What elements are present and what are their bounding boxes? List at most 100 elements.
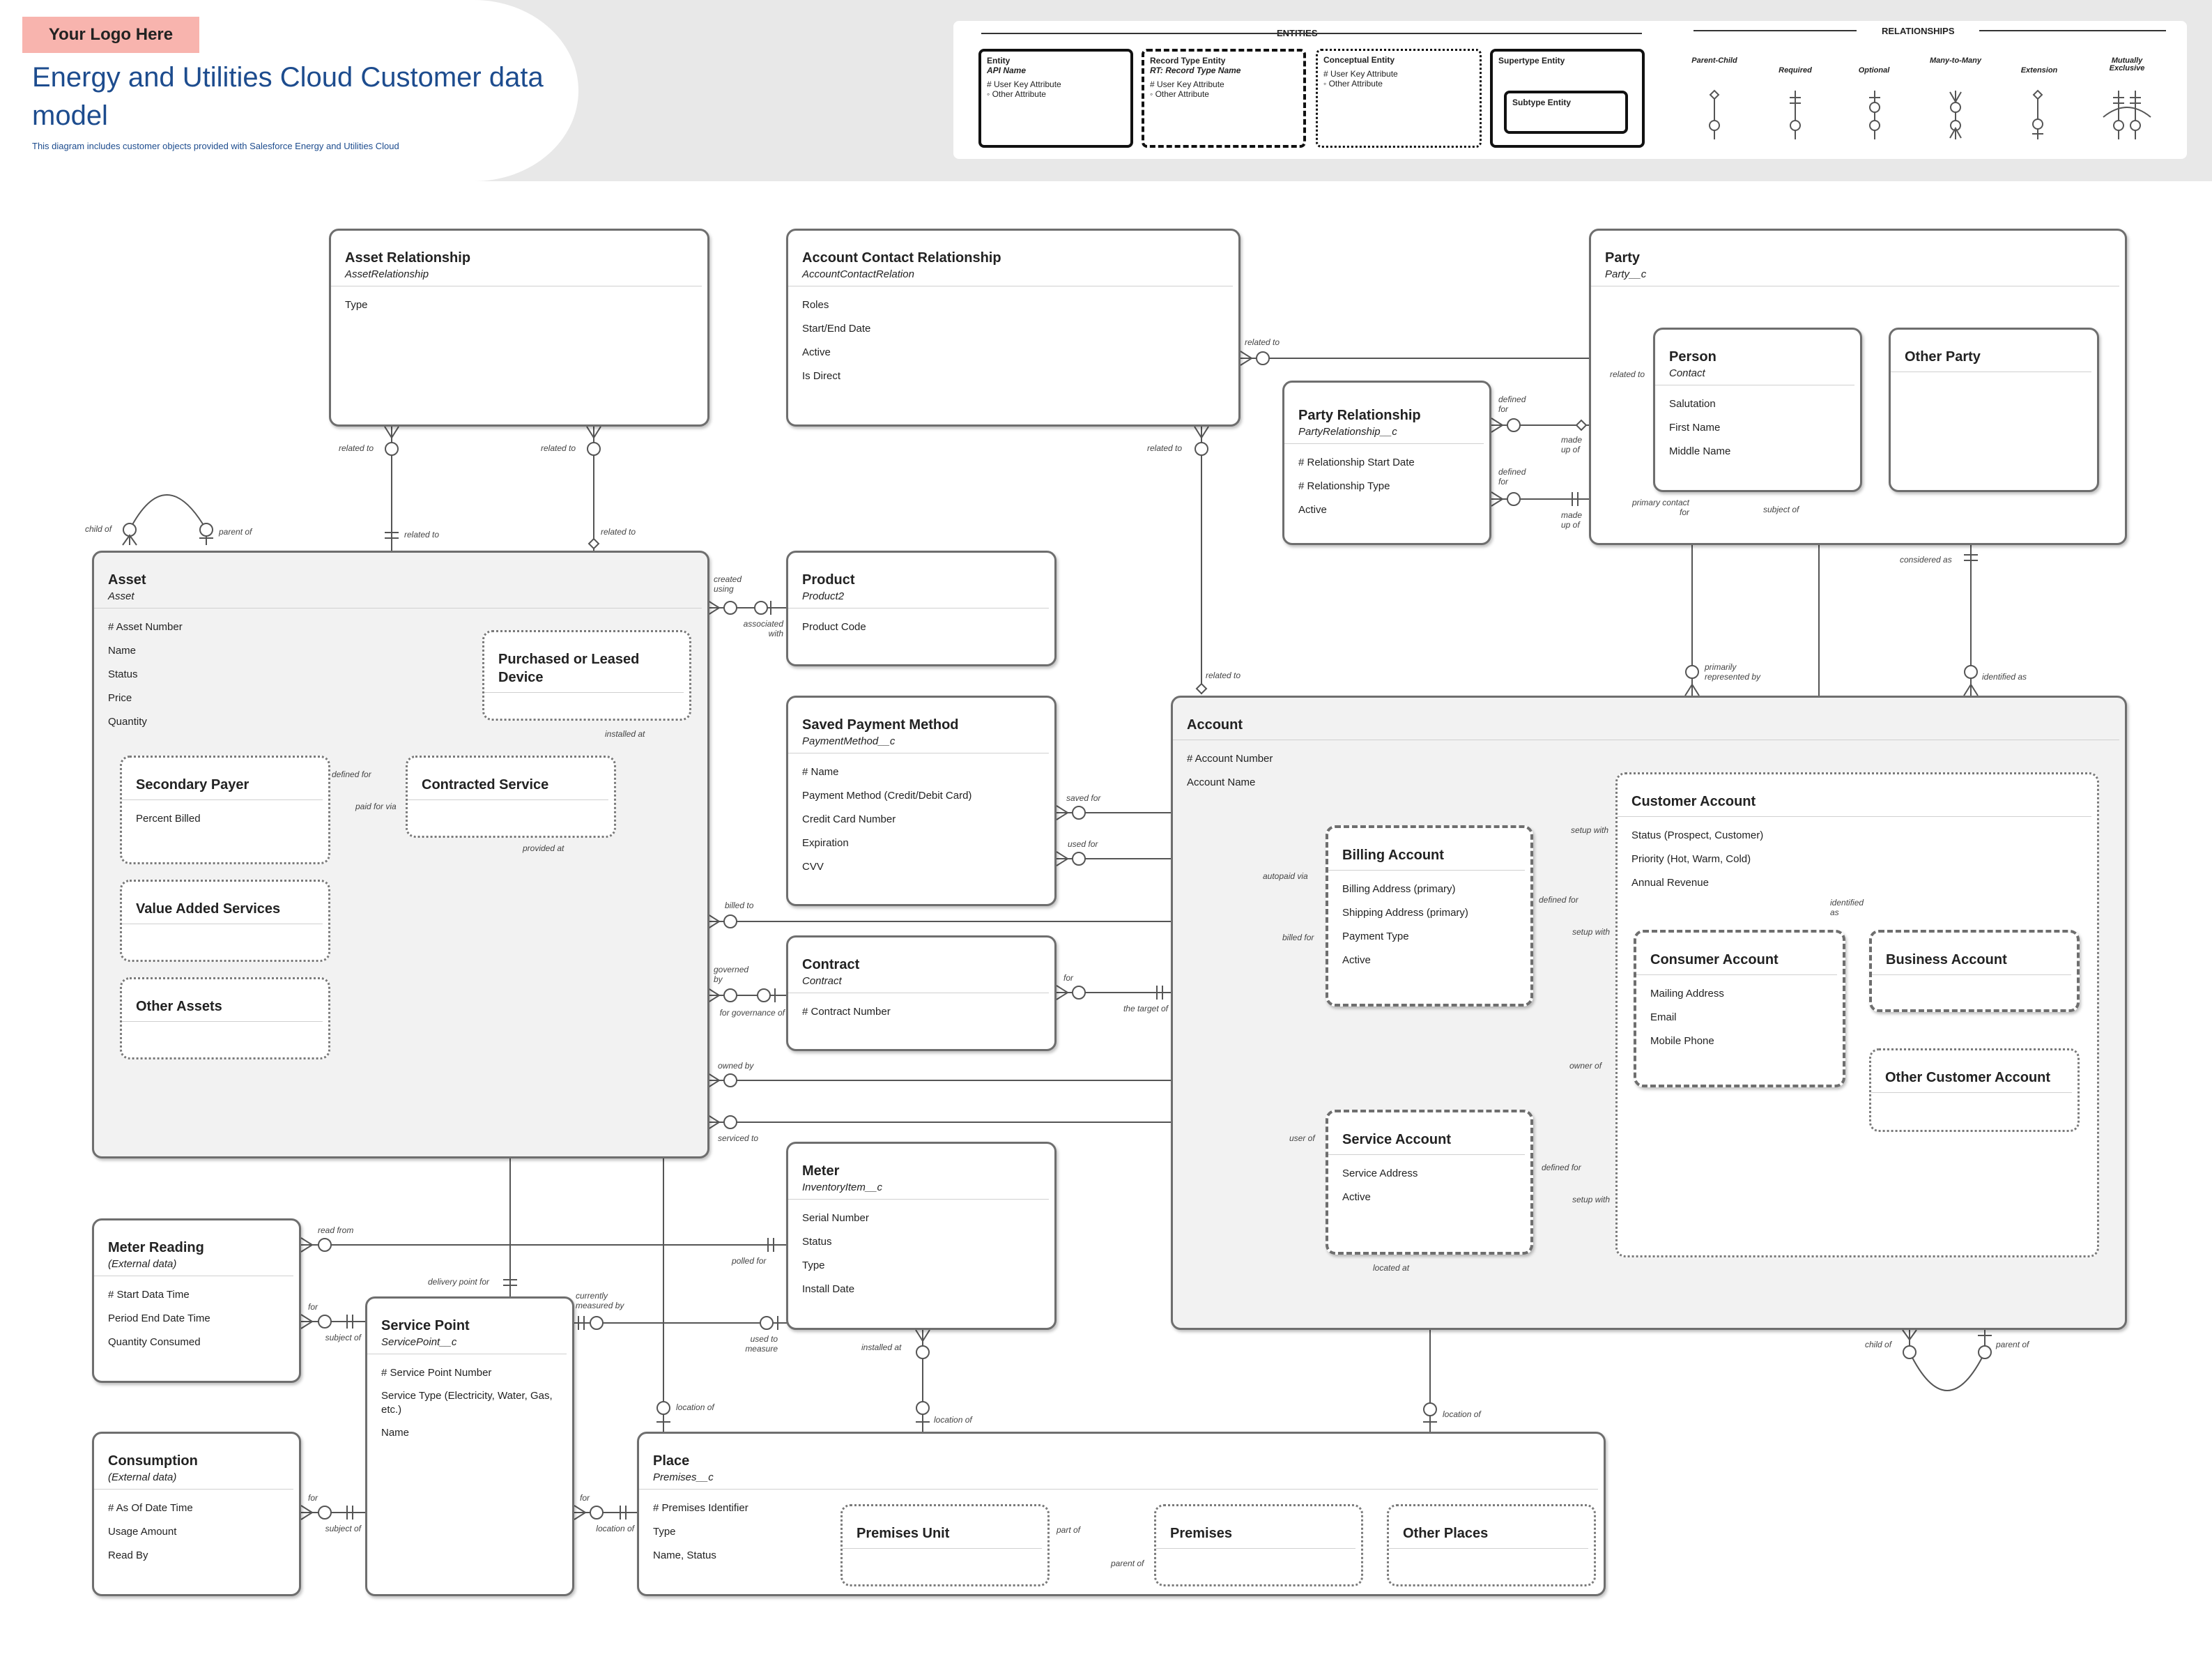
entity-attr: Read By: [108, 1549, 148, 1561]
entity-api: PaymentMethod__c: [802, 735, 896, 747]
entity-attr: Active: [1298, 504, 1327, 516]
entity-purchased-device[interactable]: Purchased or Leased Device: [482, 630, 691, 721]
entity-attr: Name: [108, 645, 137, 657]
entity-attr: Mobile Phone: [1650, 1035, 1714, 1047]
entity-name: Contract: [802, 957, 860, 972]
rel-label: read from: [318, 1225, 354, 1235]
entity-name: Account: [1187, 717, 1243, 733]
rel-label: located at: [1373, 1263, 1410, 1273]
entity-other-customer-account[interactable]: Other Customer Account: [1869, 1048, 2080, 1132]
rel-label: polled for: [732, 1256, 767, 1266]
entity-attr: Salutation: [1669, 398, 1716, 410]
entity-name: Purchased or Leased Device: [498, 652, 640, 685]
rel-label: location of: [676, 1402, 714, 1412]
entity-attr: Annual Revenue: [1631, 877, 1709, 889]
rel-label: related to: [339, 443, 374, 453]
entity-business-account[interactable]: Business Account: [1869, 930, 2080, 1012]
entity-name: Consumption: [108, 1453, 198, 1469]
entity-attr: Account Name: [1187, 776, 1256, 788]
rel-label: related to: [1610, 369, 1645, 379]
rel-label: related to: [1147, 443, 1183, 453]
rel-label: related to: [404, 530, 440, 539]
entity-attr: Name, Status: [653, 1549, 716, 1561]
entity-attr: Status: [802, 1236, 832, 1248]
entity-attr: Usage Amount: [108, 1526, 177, 1538]
legend-rel-parent-child: Parent-Child: [1691, 56, 1737, 65]
entity-api: Premises__c: [653, 1471, 714, 1483]
entity-attr: Type: [345, 299, 368, 311]
rel-label: user of: [1289, 1133, 1315, 1143]
entity-consumption[interactable]: Consumption(External data) # As Of Date …: [92, 1432, 301, 1596]
rel-label: currently measured by: [576, 1291, 624, 1310]
entity-other-party[interactable]: Other Party: [1889, 328, 2099, 492]
entity-attr: Period End Date Time: [108, 1312, 210, 1324]
entity-name: Service Point: [381, 1318, 470, 1333]
entity-name: Person: [1669, 349, 1716, 365]
entity-attr: Active: [1342, 954, 1371, 966]
legend-ce-name: Conceptual Entity: [1323, 55, 1395, 65]
rel-label: owner of: [1569, 1061, 1602, 1071]
entity-attr: Status (Prospect, Customer): [1631, 829, 1764, 841]
entity-premises-unit[interactable]: Premises Unit: [840, 1504, 1050, 1586]
entity-name: Value Added Services: [136, 901, 281, 917]
entity-attr: Active: [802, 346, 831, 358]
entity-name: Meter: [802, 1163, 840, 1179]
entity-service-account[interactable]: Service Account Service Address Active: [1326, 1110, 1533, 1255]
rel-label: considered as: [1900, 555, 1952, 565]
entity-secondary-payer[interactable]: Secondary Payer Percent Billed: [120, 756, 330, 864]
entity-attr: Priority (Hot, Warm, Cold): [1631, 853, 1751, 865]
entity-name: Other Customer Account: [1885, 1070, 2051, 1085]
legend-supertype: Supertype Entity Subtype Entity: [1490, 49, 1645, 148]
entity-attr: Expiration: [802, 837, 849, 849]
entity-name: Other Party: [1905, 349, 1981, 365]
entity-attr: Is Direct: [802, 370, 841, 382]
entity-name: Asset: [108, 572, 146, 588]
rel-label: subject of: [1763, 505, 1799, 514]
entity-contracted-service[interactable]: Contracted Service: [406, 756, 616, 838]
legend-rel-many-to-many: Many-to-Many: [1930, 56, 1981, 65]
entity-other-places[interactable]: Other Places: [1387, 1504, 1596, 1586]
rel-label: paid for via: [355, 802, 397, 811]
rel-label: made up of: [1561, 435, 1583, 454]
entity-attr: Service Address: [1342, 1168, 1418, 1179]
rel-label: defined for: [1542, 1163, 1581, 1172]
legend-record-type: Record Type Entity RT: Record Type Name …: [1142, 49, 1306, 148]
rel-label: the target of: [1123, 1004, 1168, 1013]
entity-premises[interactable]: Premises: [1154, 1504, 1363, 1586]
entity-meter-reading[interactable]: Meter Reading(External data) # Start Dat…: [92, 1218, 301, 1383]
entity-name: Business Account: [1886, 952, 2007, 967]
entity-attr: Type: [653, 1526, 676, 1538]
entity-value-added-services[interactable]: Value Added Services: [120, 880, 330, 962]
entity-name: Asset Relationship: [345, 250, 471, 266]
entity-name: Other Assets: [136, 999, 222, 1014]
legend-entity-name: Entity: [987, 56, 1011, 66]
entity-attr: Percent Billed: [136, 813, 201, 825]
entity-attr: CVV: [802, 861, 824, 873]
legend-conceptual: Conceptual Entity # User Key Attribute ◦…: [1316, 49, 1482, 148]
entity-attr: Quantity: [108, 716, 147, 728]
entity-attr: # Name: [802, 766, 839, 778]
rel-label: related to: [1245, 337, 1280, 347]
rel-label: installed at: [605, 729, 645, 739]
entity-attr: Serial Number: [802, 1212, 869, 1224]
rel-label: provided at: [523, 843, 564, 853]
entity-api: (External data): [108, 1258, 177, 1270]
rel-label: made up of: [1561, 510, 1583, 530]
entity-billing-account[interactable]: Billing Account Billing Address (primary…: [1326, 825, 1533, 1006]
entity-api: AccountContactRelation: [802, 268, 914, 280]
rel-label: defined for: [332, 770, 371, 779]
entity-attr: Payment Type: [1342, 931, 1409, 942]
entity-name: Customer Account: [1631, 794, 1756, 809]
rel-label: location of: [596, 1524, 634, 1533]
entity-other-assets[interactable]: Other Assets: [120, 977, 330, 1059]
entity-consumer-account[interactable]: Consumer Account Mailing Address Email M…: [1634, 930, 1845, 1087]
